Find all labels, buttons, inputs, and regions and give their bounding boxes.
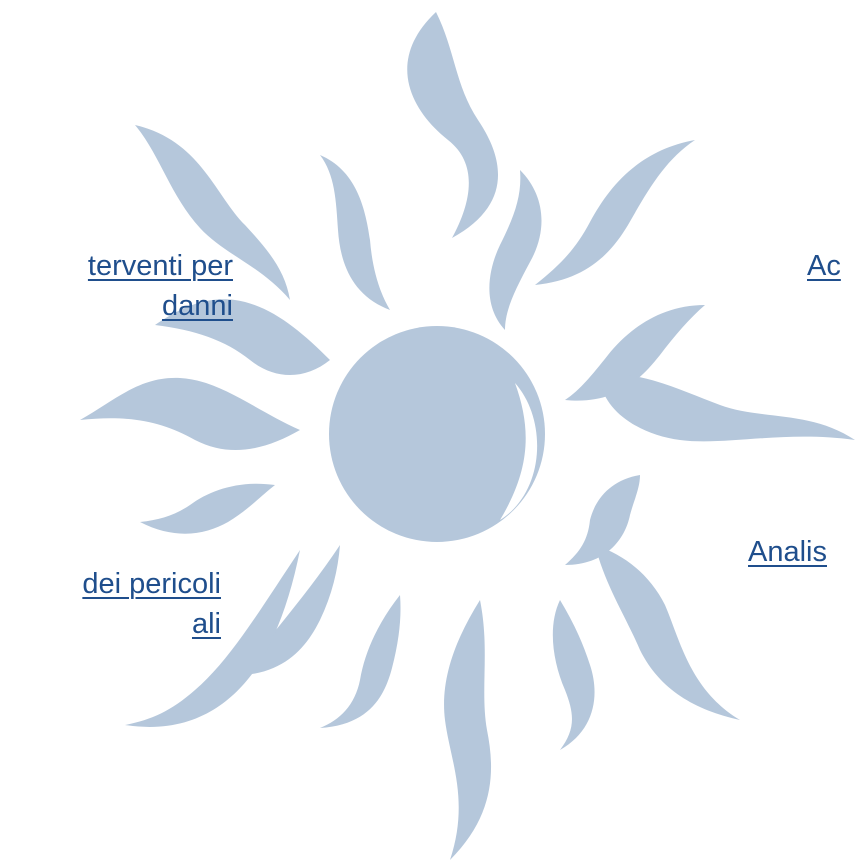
link-analisi[interactable]: Analis bbox=[748, 536, 827, 568]
link-ac[interactable]: Ac bbox=[807, 250, 841, 282]
link-interventi-danni-line1: terventi per bbox=[87, 250, 233, 282]
link-pericoli[interactable]: dei pericoli ali bbox=[82, 564, 221, 644]
link-pericoli-line2: ali bbox=[191, 608, 221, 640]
link-interventi-danni-line2: danni bbox=[162, 290, 233, 322]
link-interventi-danni[interactable]: terventi per danni bbox=[88, 246, 233, 326]
link-pericoli-line1: dei pericoli bbox=[82, 568, 221, 600]
